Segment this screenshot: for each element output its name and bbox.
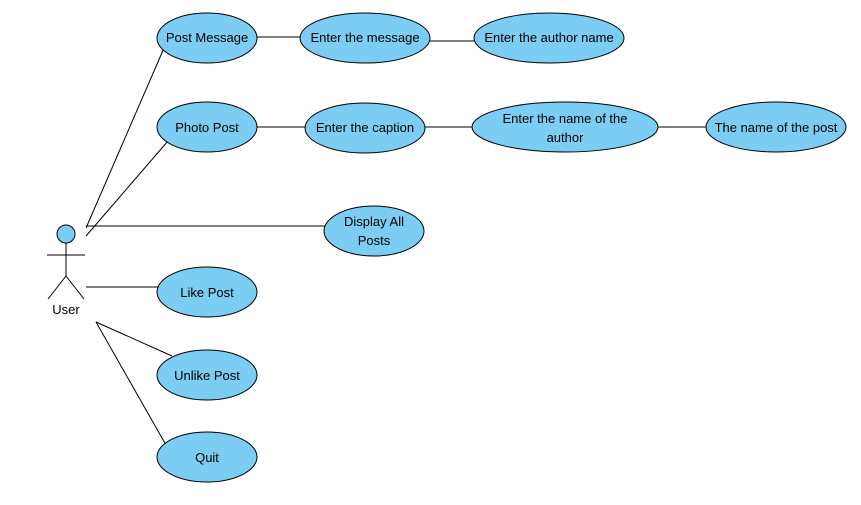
use-case-quit-label: Quit xyxy=(195,450,219,465)
use-case-like-post-shape xyxy=(156,266,258,318)
use-case-enter-name-of-author-shape xyxy=(471,101,659,153)
actor-right-leg xyxy=(65,275,85,300)
use-case-unlike-post-shape xyxy=(156,349,258,401)
use-case-display-all-posts-label-line1: Display All xyxy=(344,214,404,229)
edge-user-unlike-post xyxy=(95,321,173,357)
use-case-name-of-post[interactable]: The name of the post xyxy=(705,101,847,153)
use-case-unlike-post[interactable]: Unlike Post xyxy=(156,349,258,401)
use-case-like-post[interactable]: Like Post xyxy=(156,266,258,318)
use-case-display-all-posts[interactable]: Display All Posts xyxy=(323,205,425,257)
use-case-enter-author-name-label: Enter the author name xyxy=(484,30,613,45)
use-case-display-all-posts-label-line2: Posts xyxy=(358,233,391,248)
use-case-enter-caption-shape xyxy=(304,102,426,154)
actor-label: User xyxy=(52,302,80,317)
use-case-enter-message[interactable]: Enter the message xyxy=(299,12,431,64)
use-case-enter-message-label: Enter the message xyxy=(310,30,419,45)
use-case-name-of-post-shape xyxy=(705,101,847,153)
use-case-post-message-label: Post Message xyxy=(166,30,248,45)
edge-user-photo-post xyxy=(85,140,169,237)
edge-user-post-message xyxy=(85,47,165,229)
actor-head xyxy=(56,224,76,244)
use-case-post-message-shape xyxy=(156,12,258,64)
use-case-enter-name-of-author-label-line2: author xyxy=(547,130,585,145)
use-case-quit-shape xyxy=(156,431,258,483)
use-case-enter-caption[interactable]: Enter the caption xyxy=(304,102,426,154)
use-case-name-of-post-label: The name of the post xyxy=(715,120,838,135)
use-case-post-message[interactable]: Post Message xyxy=(156,12,258,64)
edge-user-quit xyxy=(95,321,167,446)
use-case-photo-post[interactable]: Photo Post xyxy=(156,101,258,153)
use-case-enter-author-name[interactable]: Enter the author name xyxy=(473,12,625,64)
actor-user[interactable]: User xyxy=(47,224,85,317)
use-case-enter-message-shape xyxy=(299,12,431,64)
use-case-photo-post-label: Photo Post xyxy=(175,120,239,135)
use-case-photo-post-shape xyxy=(156,101,258,153)
use-case-quit[interactable]: Quit xyxy=(156,431,258,483)
use-case-enter-caption-label: Enter the caption xyxy=(316,120,414,135)
use-case-like-post-label: Like Post xyxy=(180,285,234,300)
actor-left-leg xyxy=(47,275,67,300)
use-case-display-all-posts-shape xyxy=(323,205,425,257)
use-case-enter-name-of-author-label-line1: Enter the name of the xyxy=(502,111,627,126)
use-case-enter-author-name-shape xyxy=(473,12,625,64)
use-case-unlike-post-label: Unlike Post xyxy=(174,368,240,383)
use-case-enter-name-of-author[interactable]: Enter the name of the author xyxy=(471,101,659,153)
